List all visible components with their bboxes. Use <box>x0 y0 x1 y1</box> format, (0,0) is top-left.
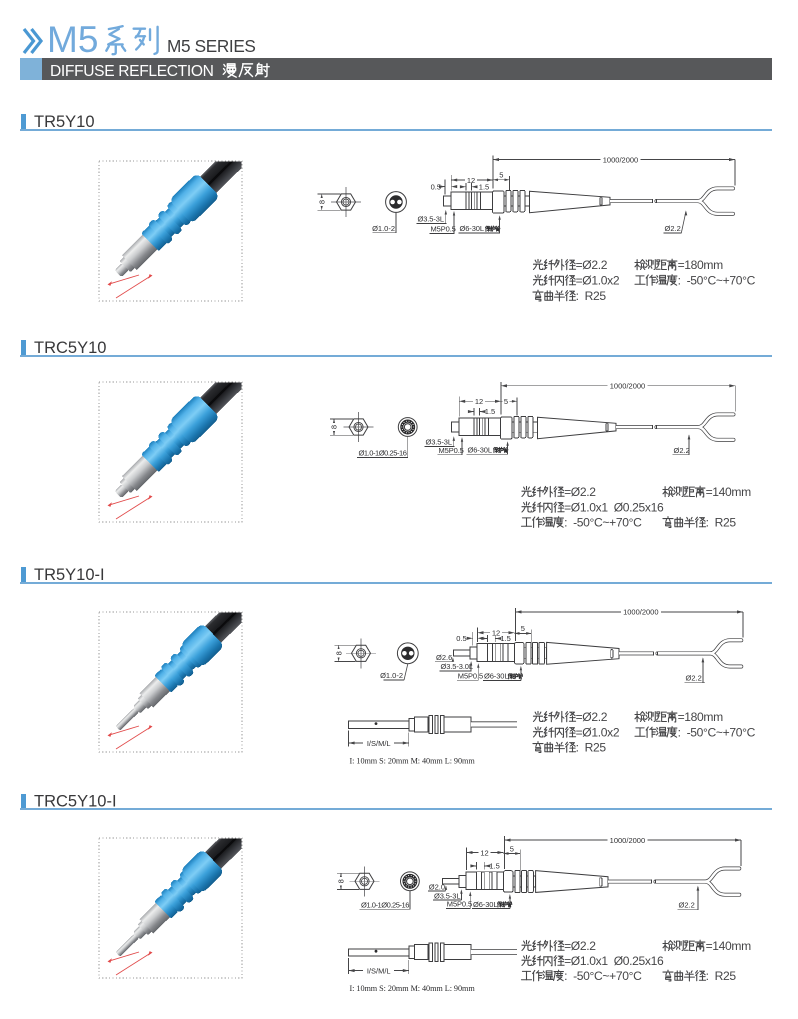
svg-text:I/S/M/L: I/S/M/L <box>367 739 391 748</box>
svg-text:12: 12 <box>480 848 488 857</box>
svg-text:: R25: : R25 <box>576 741 607 755</box>
svg-text:Ø2.2: Ø2.2 <box>686 673 702 682</box>
svg-text:Ø6-30L: Ø6-30L <box>460 224 484 233</box>
svg-text:Ø2.6: Ø2.6 <box>436 653 452 662</box>
svg-text:8: 8 <box>334 651 343 655</box>
svg-text:: -50°C~+70°C: : -50°C~+70°C <box>564 516 642 530</box>
svg-text:TR5Y10: TR5Y10 <box>34 113 95 131</box>
svg-text:0.5: 0.5 <box>456 634 466 643</box>
svg-text:: R25: : R25 <box>576 289 607 303</box>
svg-text:: -50°C~+70°C: : -50°C~+70°C <box>564 969 642 983</box>
svg-text:12: 12 <box>475 397 483 406</box>
svg-text:=Ø1.0x1 Ø0.25x16: =Ø1.0x1 Ø0.25x16 <box>564 501 664 515</box>
svg-text:Ø2.2: Ø2.2 <box>679 901 695 910</box>
svg-text:DIFFUSE REFLECTION: DIFFUSE REFLECTION <box>50 63 214 80</box>
svg-text:12: 12 <box>492 629 500 638</box>
svg-text:5: 5 <box>504 397 508 406</box>
svg-text:=Ø1.0x2: =Ø1.0x2 <box>576 726 620 740</box>
svg-text:Ø3.5-3.0L: Ø3.5-3.0L <box>441 662 473 671</box>
svg-text:M5P0.5: M5P0.5 <box>447 900 472 909</box>
svg-text:I/S/M/L: I/S/M/L <box>367 966 391 975</box>
svg-text:5: 5 <box>499 171 503 180</box>
svg-text:I: 10mm S: 20mm M: 40mm L: 90m: I: 10mm S: 20mm M: 40mm L: 90mm <box>350 984 476 993</box>
svg-text:1000/2000: 1000/2000 <box>610 382 645 391</box>
svg-text:8: 8 <box>330 425 339 429</box>
svg-text:Ø6-30L: Ø6-30L <box>473 900 497 909</box>
svg-text:Ø1.0-2: Ø1.0-2 <box>372 224 395 233</box>
svg-text:0.5: 0.5 <box>431 182 441 191</box>
svg-text:=Ø1.0x2: =Ø1.0x2 <box>576 274 620 288</box>
svg-text:=180mm: =180mm <box>678 710 724 724</box>
svg-text:Ø2.0: Ø2.0 <box>429 882 445 891</box>
svg-text:M5P0.5: M5P0.5 <box>458 671 483 680</box>
svg-text:TRC5Y10: TRC5Y10 <box>34 339 106 357</box>
svg-text:=Ø2.2: =Ø2.2 <box>576 258 608 272</box>
svg-text:=140mm: =140mm <box>706 939 752 953</box>
svg-text:M5P0.5: M5P0.5 <box>439 446 464 455</box>
svg-text:=180mm: =180mm <box>678 258 724 272</box>
svg-text:Ø3.5-3L: Ø3.5-3L <box>426 438 452 447</box>
svg-text:Ø2.2: Ø2.2 <box>665 224 681 233</box>
svg-text:1.5: 1.5 <box>489 862 499 871</box>
svg-text:1.5: 1.5 <box>485 407 495 416</box>
svg-text:Ø6-30L: Ø6-30L <box>468 445 492 454</box>
svg-text:=Ø2.2: =Ø2.2 <box>564 485 596 499</box>
svg-text:1.5: 1.5 <box>500 634 510 643</box>
svg-text:Ø1.0-2: Ø1.0-2 <box>380 671 403 680</box>
svg-text:5: 5 <box>521 624 525 633</box>
svg-text:1000/2000: 1000/2000 <box>603 155 638 164</box>
svg-text:: -50°C~+70°C: : -50°C~+70°C <box>678 726 756 740</box>
svg-text:: R25: : R25 <box>706 516 737 530</box>
svg-text:=Ø2.2: =Ø2.2 <box>564 939 596 953</box>
svg-text:12: 12 <box>467 176 475 185</box>
svg-text:Ø2.2: Ø2.2 <box>674 446 690 455</box>
svg-text:Ø6-30L: Ø6-30L <box>484 672 508 681</box>
svg-text:8: 8 <box>317 200 326 204</box>
svg-text:TR5Y10-I: TR5Y10-I <box>34 566 105 584</box>
svg-text:: R25: : R25 <box>706 969 737 983</box>
svg-text:=Ø1.0x1 Ø0.25x16: =Ø1.0x1 Ø0.25x16 <box>564 954 664 968</box>
svg-text:M5: M5 <box>47 19 98 60</box>
svg-text:Ø1.0-1Ø0.25-16: Ø1.0-1Ø0.25-16 <box>359 449 407 458</box>
svg-text:5: 5 <box>510 844 514 853</box>
svg-text:M5 SERIES: M5 SERIES <box>167 36 256 56</box>
svg-text:Ø3.5-3L: Ø3.5-3L <box>418 215 444 224</box>
svg-text:Ø3.5-3L: Ø3.5-3L <box>434 891 460 900</box>
svg-text:M5P0.5: M5P0.5 <box>431 225 456 234</box>
svg-text:1.5: 1.5 <box>479 182 489 191</box>
svg-text:1000/2000: 1000/2000 <box>610 836 645 845</box>
svg-text:1000/2000: 1000/2000 <box>623 608 658 617</box>
svg-text:=Ø2.2: =Ø2.2 <box>576 710 608 724</box>
svg-text:8: 8 <box>337 879 346 883</box>
svg-text:=140mm: =140mm <box>706 485 752 499</box>
svg-text:Ø1.0-1Ø0.25-16: Ø1.0-1Ø0.25-16 <box>361 900 409 909</box>
svg-text:I: 10mm S: 20mm M: 40mm L: 90m: I: 10mm S: 20mm M: 40mm L: 90mm <box>350 757 476 766</box>
svg-text:: -50°C~+70°C: : -50°C~+70°C <box>678 274 756 288</box>
svg-text:TRC5Y10-I: TRC5Y10-I <box>34 793 117 811</box>
